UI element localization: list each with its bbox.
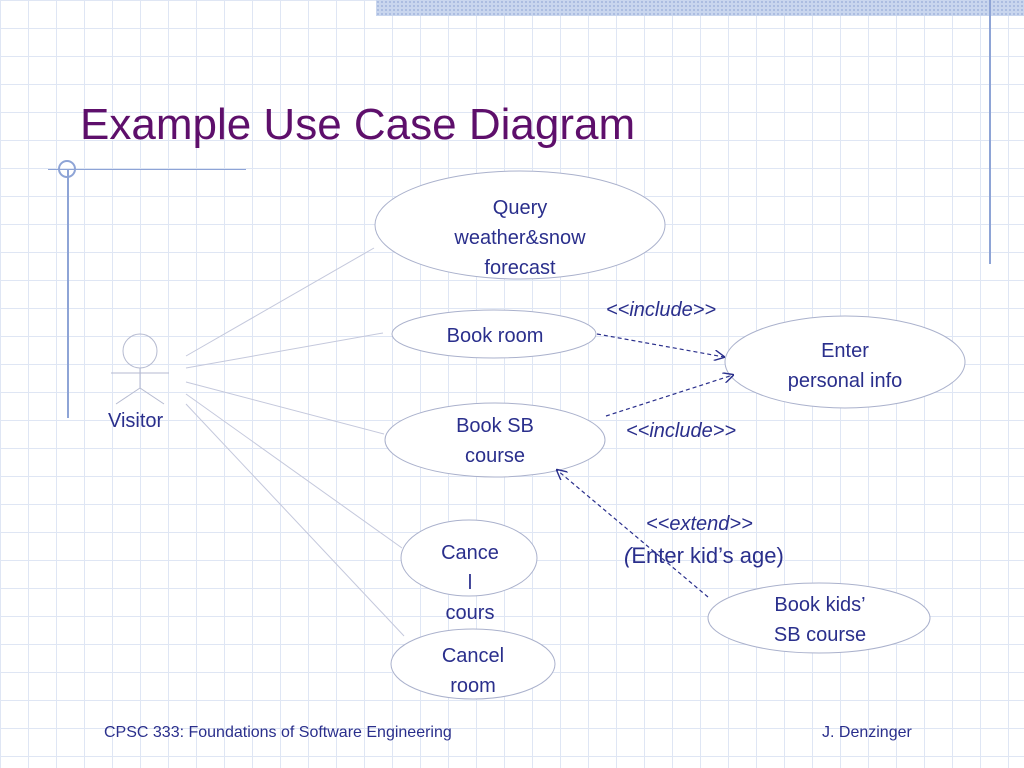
extend-stereotype: <<extend>> (646, 513, 753, 535)
association-query-forecast (185, 247, 375, 357)
association-cancel-course (185, 393, 403, 549)
use-case-query-forecast (374, 170, 666, 280)
include-arrow-book-room (596, 333, 724, 357)
use-case-enter-personal-info (724, 315, 966, 409)
use-case-label-book-sb-course: Book SB course (456, 415, 534, 467)
association-book-sb-course (185, 381, 385, 435)
use-case-label-book-room: Book room (446, 325, 544, 347)
accent-ring-icon (58, 160, 76, 178)
title-accent-rule (48, 169, 246, 170)
extend-condition-paren: ( (624, 543, 632, 568)
right-accent-rule (989, 0, 991, 264)
association-book-room (185, 332, 384, 369)
use-case-label-enter-personal-info: Enter personal info (787, 340, 903, 392)
use-case-book-room (391, 309, 597, 359)
include-stereotype-book-room: <<include>> (606, 299, 717, 321)
association-cancel-room (185, 403, 405, 637)
footer-course: CPSC 333: Foundations of Software Engine… (104, 724, 452, 741)
extend-condition: (Enter kid’s age) (624, 543, 784, 569)
use-case-book-sb-course (384, 402, 606, 478)
use-case-label-query-forecast: Query weather&snow forecast (454, 197, 586, 279)
include-stereotype-book-sb-course: <<include>> (626, 420, 737, 442)
use-case-label-cancel-room: Cancel room (441, 645, 505, 697)
left-accent-rule (67, 170, 69, 418)
use-case-book-kids-course (707, 582, 931, 654)
use-case-cancel-course (400, 519, 538, 597)
include-arrow-book-sb-course (605, 375, 733, 417)
use-case-label-book-kids-course: Book kids’ SB course (773, 594, 867, 646)
visitor-actor-icon (111, 333, 169, 405)
header-band (376, 0, 1024, 16)
extend-arrow-book-kids-course (557, 470, 709, 598)
footer-author: J. Denzinger (822, 724, 912, 741)
extend-condition-text: Enter kid’s age) (631, 543, 784, 568)
use-case-cancel-room (390, 628, 556, 700)
actor-label: Visitor (108, 410, 164, 432)
slide-title: Example Use Case Diagram (80, 100, 636, 149)
use-case-label-cancel-course: Cance l cours (441, 542, 499, 624)
